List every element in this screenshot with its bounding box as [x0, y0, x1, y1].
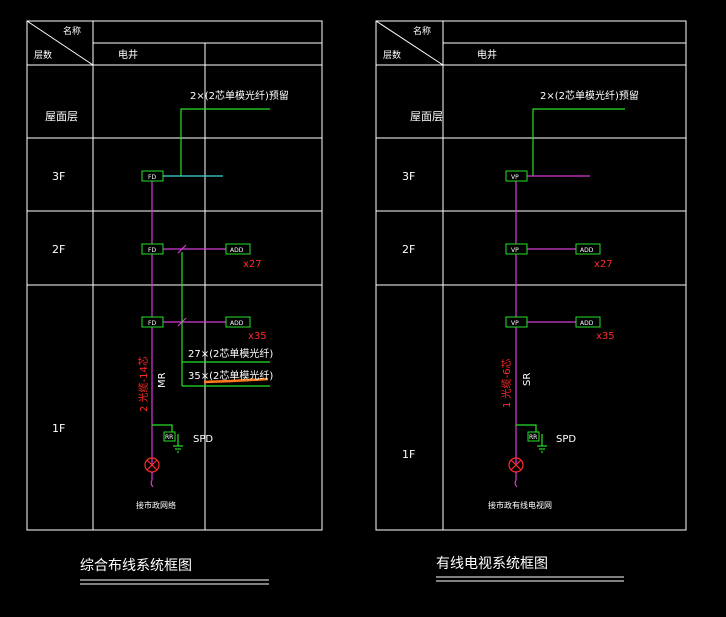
right-spd-wire	[516, 424, 537, 433]
left-node-fd-2f-label: FD	[148, 247, 156, 254]
right-header-name: 名称	[413, 25, 431, 37]
left-caption: 综合布线系统框图	[80, 558, 192, 574]
left-floor-2f: 2F	[52, 243, 65, 256]
left-header-diagonal	[26, 20, 94, 66]
left-bundle-highlight	[203, 377, 269, 384]
right-column-label: 电井	[477, 48, 497, 61]
right-roof-reserve-cable	[532, 108, 625, 176]
left-panel: 名称 层数 电井 屋面层 3F 2F 1F 2×(2芯单模光纤)预留 27×(2…	[26, 20, 323, 585]
right-floor-3f: 3F	[402, 170, 415, 183]
right-header-floor: 层数	[383, 49, 401, 61]
right-node-add-2f-label: ADD	[580, 247, 594, 254]
left-header-name: 名称	[63, 25, 81, 37]
left-node-fd-3f	[141, 170, 164, 182]
left-roof-reserve-cable	[180, 108, 270, 176]
right-node-vp-3f-label: VP	[511, 174, 519, 181]
right-node-add-1f	[575, 316, 601, 328]
right-node-vp-3f	[505, 170, 528, 182]
right-riser-annotation: 1 光缆-6芯	[500, 358, 513, 408]
right-node-vp-1f-label: VP	[511, 320, 519, 327]
left-floor-1f: 1F	[52, 422, 65, 435]
left-mult-1f: x35	[248, 331, 267, 342]
right-spd-label: SPD	[556, 434, 576, 445]
right-node-vp-2f	[505, 243, 528, 255]
left-spd-box	[163, 431, 176, 442]
left-riser-label: MR	[157, 372, 168, 388]
right-riser-label: SR	[522, 373, 533, 386]
right-caption: 有线电视系统框图	[436, 556, 548, 572]
right-floor-2f: 2F	[402, 243, 415, 256]
right-node-vp-1f	[505, 316, 528, 328]
left-header-floor: 层数	[34, 49, 52, 61]
left-node-fd-1f	[141, 316, 164, 328]
right-spd-box-label: RR	[529, 434, 537, 441]
left-termination-tail	[150, 472, 154, 488]
left-2f-branch-tick	[177, 244, 187, 254]
left-node-fd-1f-label: FD	[148, 320, 156, 327]
left-column-label: 电井	[118, 48, 138, 61]
right-node-vp-2f-label: VP	[511, 247, 519, 254]
left-node-add-1f-label: ADD	[230, 320, 244, 327]
left-mult-2f: x27	[243, 259, 262, 270]
left-riser-annotation: 2 光缆-14芯	[137, 356, 150, 412]
left-frame	[26, 20, 323, 531]
left-spd-box-label: RR	[165, 434, 173, 441]
right-header-diagonal	[375, 20, 444, 66]
right-floor-1f: 1F	[402, 448, 415, 461]
right-termination-tail	[514, 472, 518, 488]
right-spd-box	[527, 431, 540, 442]
right-termination-cross-2	[510, 459, 522, 471]
left-bottom-label: 接市政网络	[136, 500, 176, 510]
right-mult-2f: x27	[594, 259, 613, 270]
right-floor-roof: 屋面层	[410, 110, 443, 123]
left-node-add-2f-label: ADD	[230, 247, 244, 254]
left-node-add-1f	[225, 316, 251, 328]
right-mult-1f: x35	[596, 331, 615, 342]
right-bottom-label: 接市政有线电视网	[488, 500, 552, 510]
left-floor-3f: 3F	[52, 170, 65, 183]
right-frame	[375, 20, 687, 531]
right-panel: 名称 层数 电井 屋面层 3F 2F 1F 2×(2芯单模光纤)预留 VP VP…	[375, 20, 687, 582]
right-node-add-1f-label: ADD	[580, 320, 594, 327]
left-bundle-label-1: 27×(2芯单模光纤)	[188, 347, 273, 360]
right-node-add-2f	[575, 243, 601, 255]
left-termination-cross-2	[146, 459, 158, 471]
left-top-note: 2×(2芯单模光纤)预留	[190, 89, 289, 102]
left-floor-roof: 屋面层	[45, 110, 78, 123]
left-spd-label: SPD	[193, 434, 213, 445]
left-node-add-2f	[225, 243, 251, 255]
left-node-fd-2f	[141, 243, 164, 255]
right-top-note: 2×(2芯单模光纤)预留	[540, 89, 639, 102]
left-spd-wire	[152, 424, 173, 433]
left-bundle-label-2: 35×(2芯单模光纤)	[188, 369, 273, 382]
left-node-fd-3f-label: FD	[148, 174, 156, 181]
